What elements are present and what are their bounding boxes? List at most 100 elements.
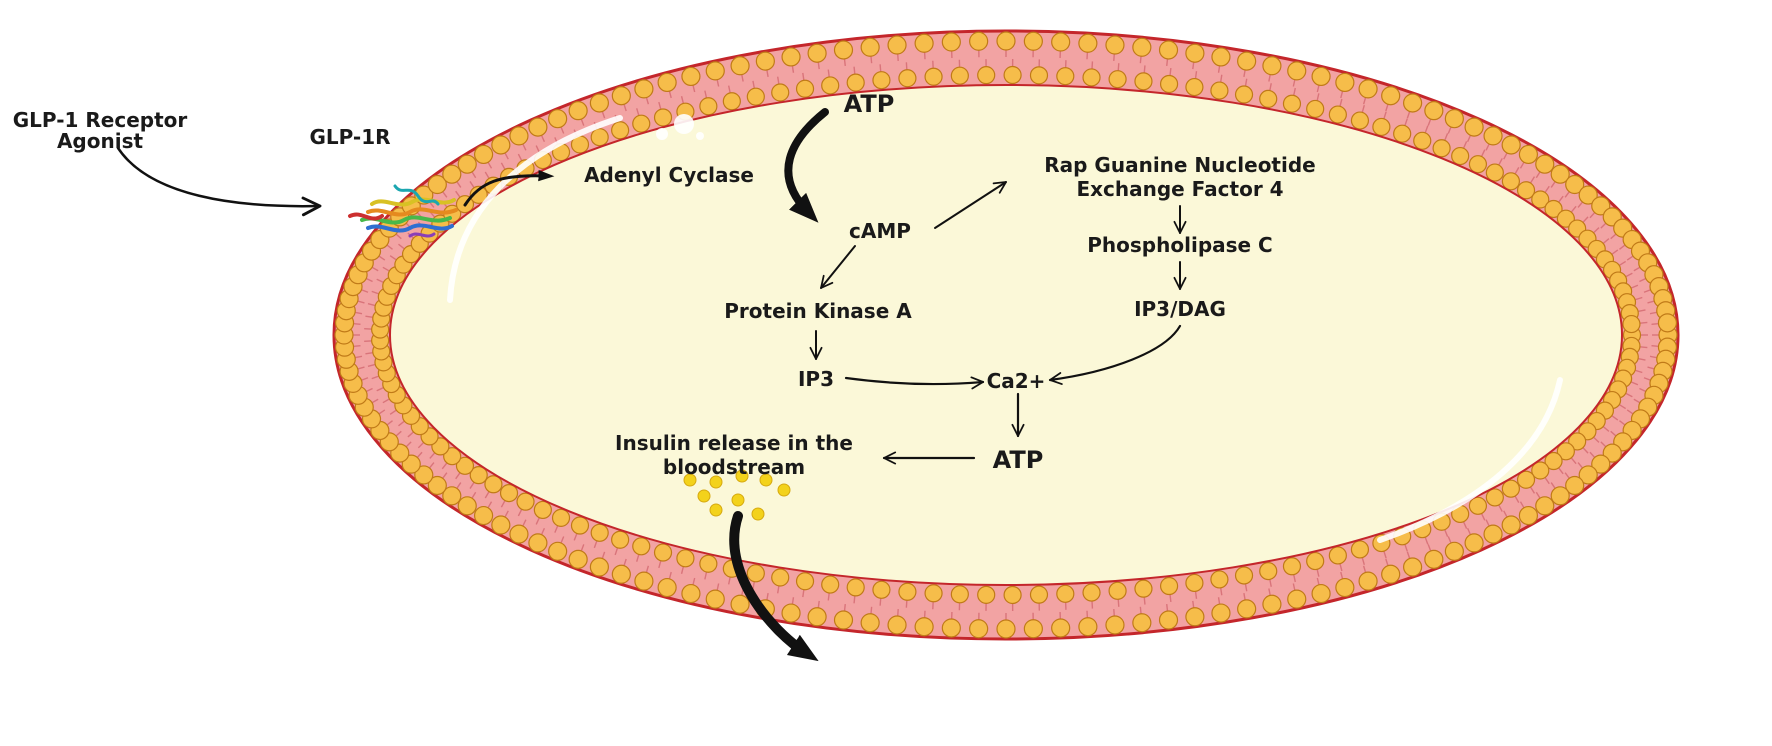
lipid-head: [1056, 584, 1075, 603]
lipid-head: [533, 500, 552, 520]
lipid-head: [1444, 109, 1464, 129]
lipid-head: [1234, 566, 1254, 585]
lipid-head: [1424, 101, 1444, 121]
lipid-head: [1657, 313, 1678, 333]
lipid-head: [860, 37, 880, 57]
lipid-head: [634, 79, 654, 99]
lipid-head: [657, 577, 677, 598]
lipid-head: [1210, 81, 1229, 100]
lipid-head: [491, 135, 511, 155]
lipid-head: [1485, 488, 1504, 507]
lipid-head: [568, 101, 588, 121]
lipid-head: [1287, 61, 1307, 81]
lipid-head: [1393, 124, 1412, 143]
lipid-head: [1078, 617, 1098, 637]
lipid-head: [898, 582, 917, 601]
lipid-head: [1211, 47, 1231, 67]
highlight-bubble: [674, 114, 694, 134]
lipid-head: [1328, 546, 1347, 565]
lipid-head: [941, 32, 961, 52]
lipid-head: [1381, 86, 1401, 106]
lipid-head: [1159, 576, 1179, 596]
lipid-head: [1003, 65, 1022, 85]
arrow-ip3dag-to-ca: [1048, 324, 1182, 385]
lipid-head: [1335, 577, 1355, 598]
lipid-head: [1051, 618, 1071, 638]
lipid-head: [1565, 475, 1585, 496]
arrow-ip3-to-ca: [844, 376, 985, 390]
lipid-head: [1311, 66, 1331, 87]
lipid-head: [443, 447, 462, 466]
glp1r-protein-structure-icon: [348, 184, 458, 238]
insulin-granule-icon: [709, 503, 723, 517]
agonist-label-line2: Agonist: [57, 129, 144, 153]
ca-label: Ca2+: [987, 369, 1046, 393]
cell-membrane: [332, 29, 1680, 641]
lipid-head: [528, 117, 548, 137]
lipid-head: [1211, 603, 1231, 623]
insulin-label-line1: Insulin release in the: [615, 431, 853, 455]
lipid-head: [1185, 607, 1205, 627]
lipid-head: [414, 465, 434, 485]
lipid-head: [1403, 93, 1423, 113]
lipid-head: [1358, 79, 1378, 99]
lipid-head: [722, 92, 741, 111]
lipid-head: [1108, 581, 1127, 600]
lipid-head: [1565, 174, 1585, 195]
insulin-granule-icon: [731, 493, 745, 507]
lipid-head: [1516, 470, 1536, 489]
insulin-label-line2: bloodstream: [663, 455, 805, 479]
lipid-head: [469, 185, 488, 204]
lipid-head: [950, 585, 969, 604]
lipid-head: [1350, 540, 1370, 559]
arrow-agonist-to-receptor: [116, 146, 322, 217]
lipid-head: [1516, 181, 1536, 200]
lipid-head: [1185, 573, 1204, 593]
arrow-atp-to-camp: [784, 108, 829, 223]
cytoplasm-highlight: [1377, 377, 1563, 543]
lipid-head: [1259, 89, 1278, 109]
lipid-head: [1550, 164, 1570, 184]
lipid-head: [1234, 85, 1254, 104]
highlight-bubble: [696, 132, 704, 140]
lipid-head: [657, 72, 677, 93]
lipid-head: [872, 71, 891, 90]
lipid-head: [551, 508, 571, 527]
lipid-head: [699, 554, 718, 573]
lipid-head: [676, 549, 695, 568]
highlight-bubble: [656, 128, 668, 140]
lipid-head: [833, 40, 854, 60]
lipid-head: [634, 571, 654, 591]
lipid-head: [1531, 190, 1550, 209]
lipid-head: [795, 79, 815, 98]
lipid-head: [499, 483, 519, 503]
lipid-head: [872, 580, 891, 599]
epac-label-line1: Rap Guanine Nucleotide: [1044, 153, 1315, 177]
lipid-head: [1287, 589, 1307, 609]
lipid-head: [1432, 139, 1451, 158]
lipid-head: [1483, 524, 1503, 544]
lipid-head: [1483, 126, 1503, 146]
cytoplasm-highlight: [447, 115, 623, 303]
lipid-head: [484, 475, 503, 494]
lipid-head: [1358, 571, 1378, 591]
lipid-head: [1535, 496, 1555, 516]
lipid-head: [589, 557, 609, 577]
lipid-head: [807, 607, 827, 627]
lipid-head: [1158, 40, 1179, 60]
lipid-head: [924, 584, 943, 603]
lipid-head: [1158, 610, 1179, 630]
atp-top-label: ATP: [844, 90, 895, 118]
lipid-head: [1082, 583, 1101, 602]
lipid-head: [1132, 37, 1152, 57]
lipid-head: [1501, 172, 1520, 191]
lipid-head: [1444, 541, 1464, 561]
lipid-head: [977, 585, 996, 604]
lipid-head: [887, 35, 907, 55]
lipid-head: [509, 126, 529, 146]
lipid-head: [1328, 105, 1347, 124]
lipid-head: [898, 69, 917, 88]
lipid-head: [1464, 533, 1484, 553]
lipid-head: [969, 619, 989, 639]
